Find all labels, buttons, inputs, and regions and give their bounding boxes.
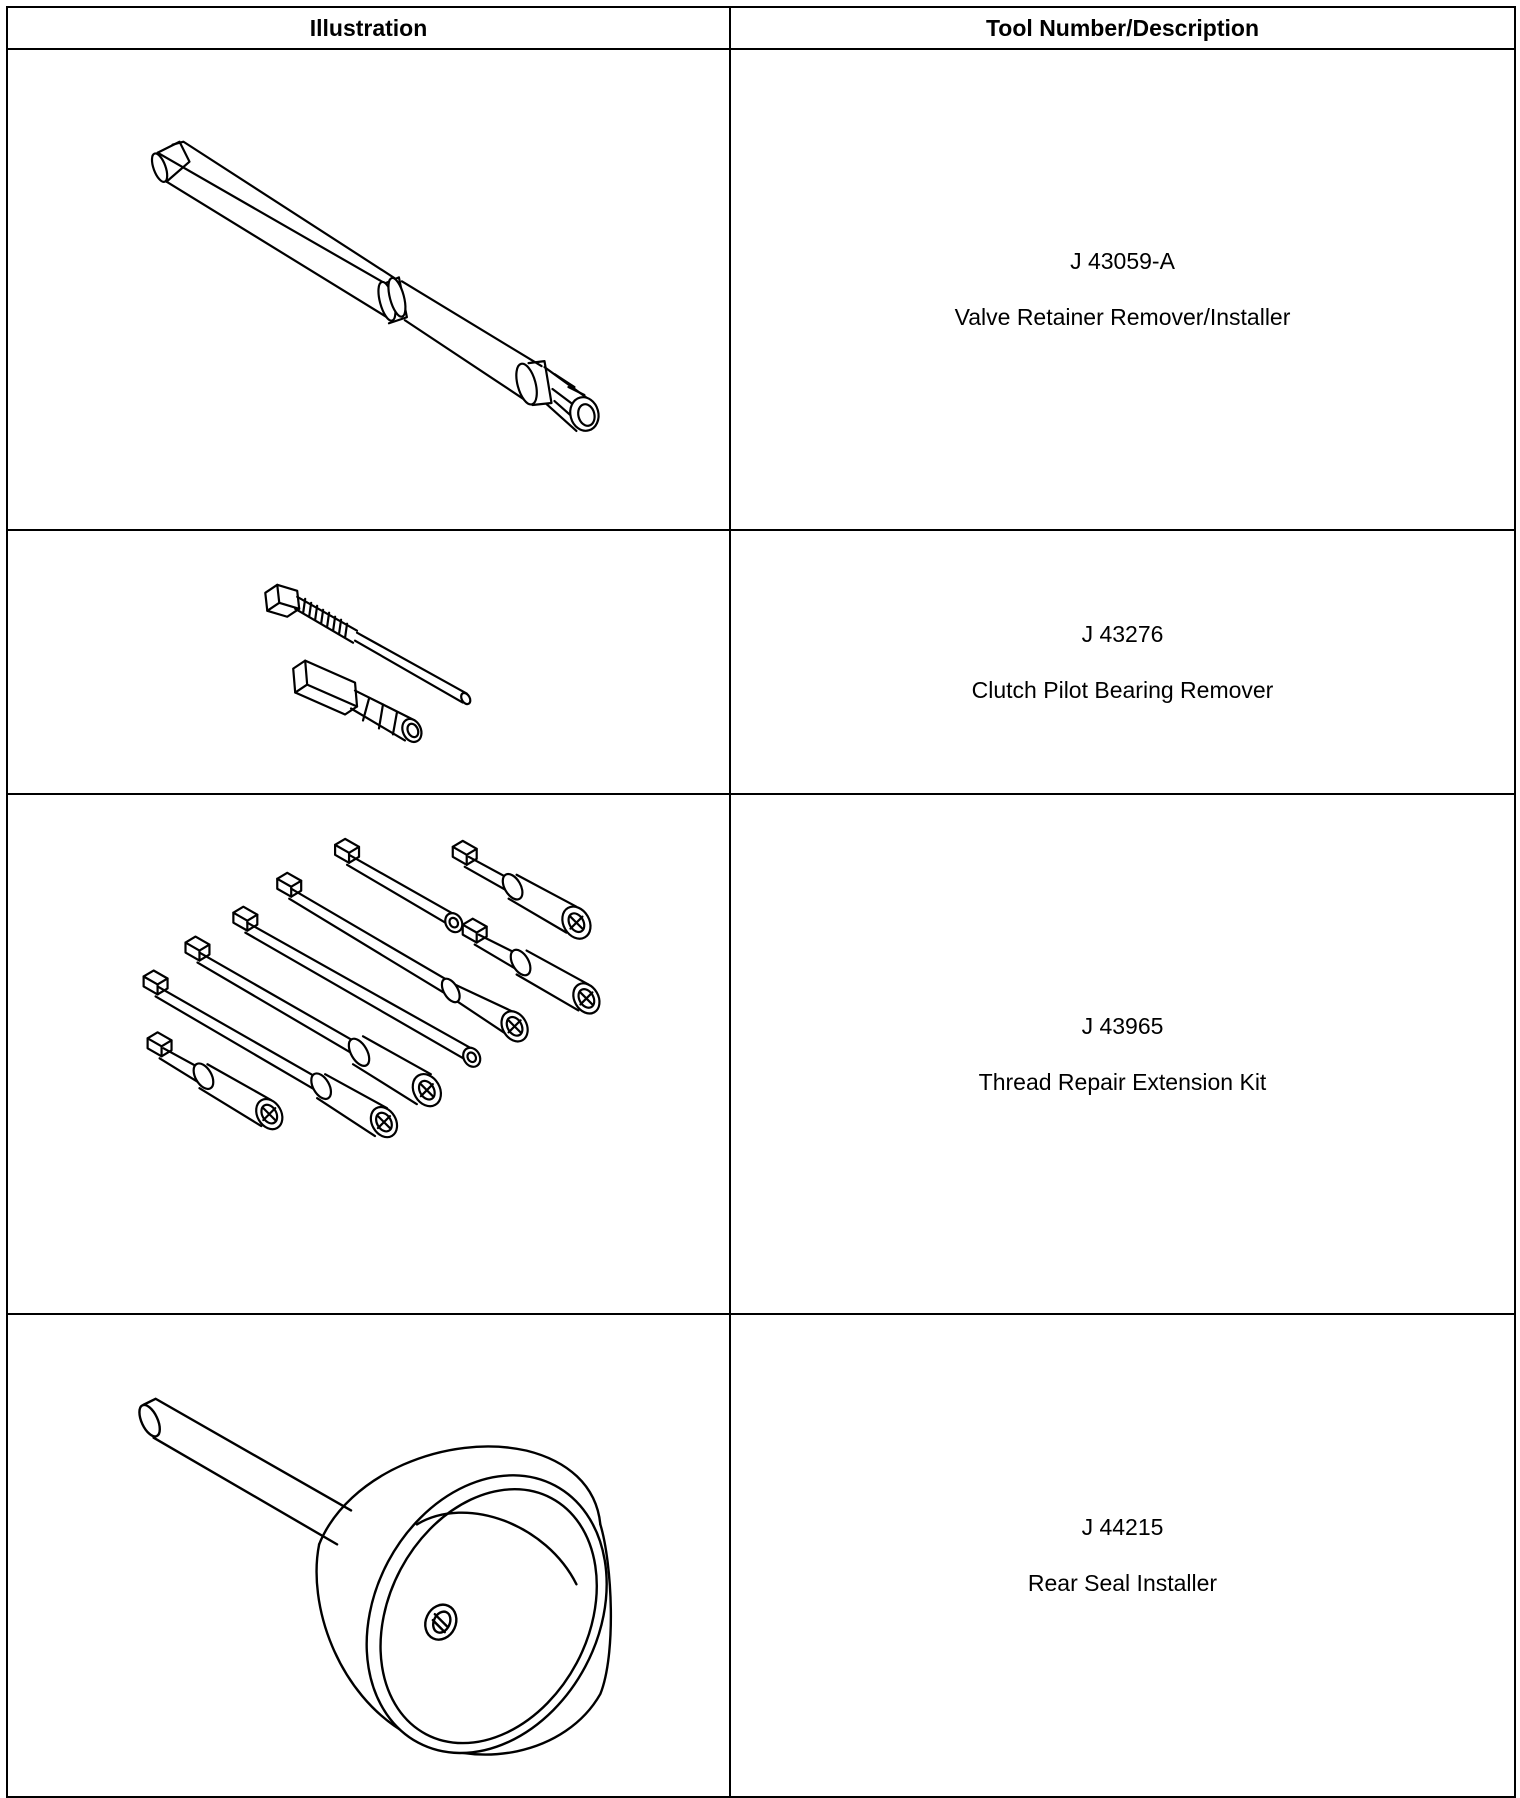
column-header-tool-description: Tool Number/Description	[729, 6, 1516, 50]
tool-description: Rear Seal Installer	[1027, 1570, 1218, 1597]
special-tools-table: Illustration Tool Number/Description	[6, 6, 1516, 1798]
pilot-bearing-remover-icon	[264, 583, 472, 743]
description-cell: J 44215 Rear Seal Installer	[729, 1312, 1516, 1798]
table-row: J 43059-A Valve Retainer Remover/Install…	[6, 48, 1516, 531]
table-row: J 44215 Rear Seal Installer	[6, 1312, 1516, 1798]
valve-retainer-tool-icon	[150, 140, 600, 433]
tool-number: J 43965	[1081, 1012, 1164, 1039]
tool-description: Valve Retainer Remover/Installer	[954, 304, 1291, 331]
description-cell: J 43059-A Valve Retainer Remover/Install…	[729, 48, 1516, 531]
description-cell: J 43965 Thread Repair Extension Kit	[729, 792, 1516, 1315]
column-header-illustration: Illustration	[6, 6, 731, 50]
tool-number: J 43276	[1081, 620, 1164, 647]
table-header-row: Illustration Tool Number/Description	[6, 6, 1516, 50]
table-row: J 43276 Clutch Pilot Bearing Remover	[6, 528, 1516, 795]
illustration-cell	[6, 1312, 731, 1798]
description-cell: J 43276 Clutch Pilot Bearing Remover	[729, 528, 1516, 795]
rear-seal-installer-icon	[138, 1397, 613, 1756]
tool-number: J 44215	[1081, 1514, 1164, 1541]
illustration-cell	[6, 48, 731, 531]
thread-repair-extension-kit-icon	[142, 837, 601, 1139]
tool-description: Thread Repair Extension Kit	[978, 1068, 1267, 1095]
illustration-cell	[6, 528, 731, 795]
tool-number: J 43059-A	[1070, 248, 1175, 275]
table-row: J 43965 Thread Repair Extension Kit	[6, 792, 1516, 1315]
illustration-cell	[6, 792, 731, 1315]
tool-description: Clutch Pilot Bearing Remover	[971, 676, 1274, 703]
